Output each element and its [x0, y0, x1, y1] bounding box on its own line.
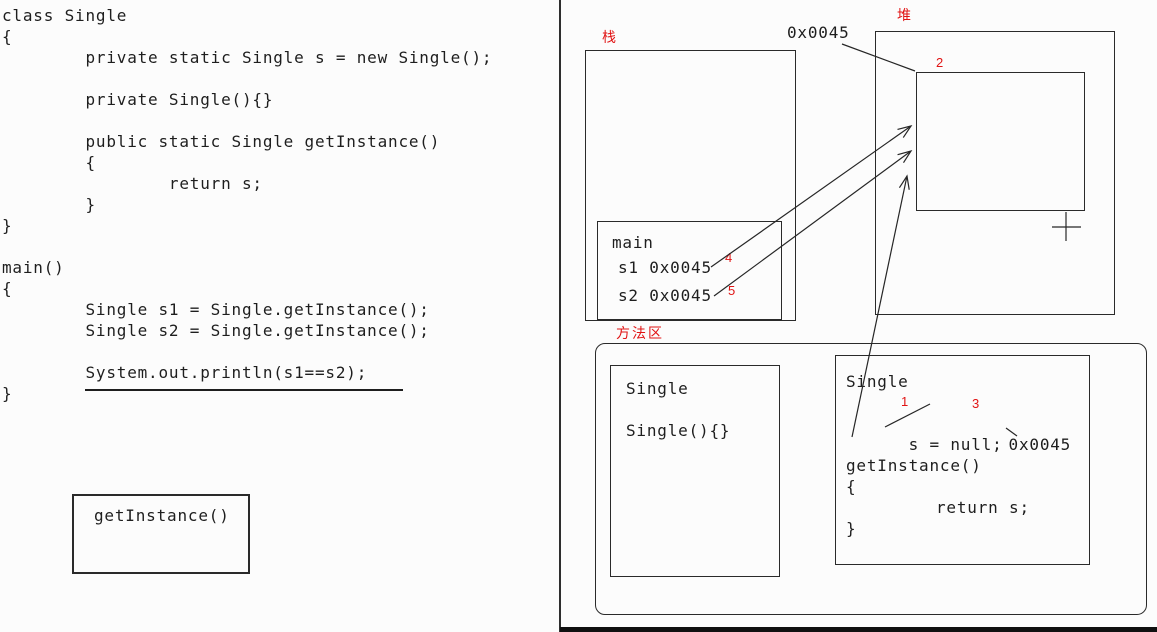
heap-label: 堆 — [897, 7, 913, 23]
step-annotation-1: 1 — [901, 394, 909, 409]
code-line: { — [2, 153, 96, 172]
code-line: { — [2, 279, 13, 298]
code-panel: class Single { private static Single s =… — [2, 5, 492, 404]
field-semicolon: ; — [992, 435, 1003, 454]
single-class-box: Single Single(){} — [610, 365, 780, 577]
main-stack-frame: main s1 0x0045 s2 0x0045 — [597, 221, 782, 320]
single-detail-box: Single s = null; 0x0045 getInstance() { r… — [835, 355, 1090, 565]
emphasis-underline — [85, 389, 403, 391]
detail-box-title: Single — [846, 372, 909, 391]
static-field-line: s = null; 0x0045 — [846, 413, 1071, 476]
method-area-label: 方法区 — [616, 325, 664, 341]
code-line — [2, 341, 492, 362]
getinstance-box-label: getInstance() — [94, 506, 230, 525]
step-annotation-5: 5 — [728, 283, 736, 298]
code-line: } — [2, 216, 13, 235]
class-box-title: Single — [626, 379, 689, 398]
code-line: main() — [2, 258, 65, 277]
stack-var-s1: s1 0x0045 — [618, 258, 712, 277]
step-annotation-4: 4 — [725, 250, 733, 265]
code-line: private Single(){} — [2, 90, 274, 109]
step-annotation-2: 2 — [936, 55, 944, 70]
field-address-value: 0x0045 — [1008, 435, 1072, 454]
class-box-constructor: Single(){} — [626, 421, 731, 440]
code-line: Single s1 = Single.getInstance(); — [2, 300, 430, 319]
code-line — [2, 68, 492, 89]
code-line: } — [2, 384, 13, 403]
getinstance-box: getInstance() — [72, 494, 250, 574]
bottom-edge-bar — [560, 627, 1157, 632]
heap-address-label: 0x0045 — [787, 23, 850, 42]
code-line: class Single — [2, 6, 128, 25]
code-line: Single s2 = Single.getInstance(); — [2, 321, 430, 340]
heap-object-box — [916, 72, 1085, 211]
code-line — [2, 236, 492, 257]
detail-close-brace: } — [846, 519, 857, 538]
code-line: return s; — [2, 174, 263, 193]
detail-open-brace: { — [846, 477, 857, 496]
code-line: public static Single getInstance() — [2, 132, 441, 151]
stack-var-s2: s2 0x0045 — [618, 286, 712, 305]
code-line: } — [2, 195, 96, 214]
detail-return-line: return s; — [936, 498, 1030, 517]
stack-label: 栈 — [602, 29, 618, 45]
panel-divider — [559, 0, 561, 632]
field-assign-prefix: s = — [908, 435, 951, 454]
code-line: private static Single s = new Single(); — [2, 48, 493, 67]
code-line: { — [2, 27, 13, 46]
field-null-value: null — [950, 435, 993, 454]
detail-method-line: getInstance() — [846, 456, 982, 475]
stack-frame-title: main — [612, 233, 654, 252]
code-line — [2, 110, 492, 131]
step-annotation-3: 3 — [972, 396, 980, 411]
code-line: System.out.println(s1==s2); — [2, 363, 368, 382]
